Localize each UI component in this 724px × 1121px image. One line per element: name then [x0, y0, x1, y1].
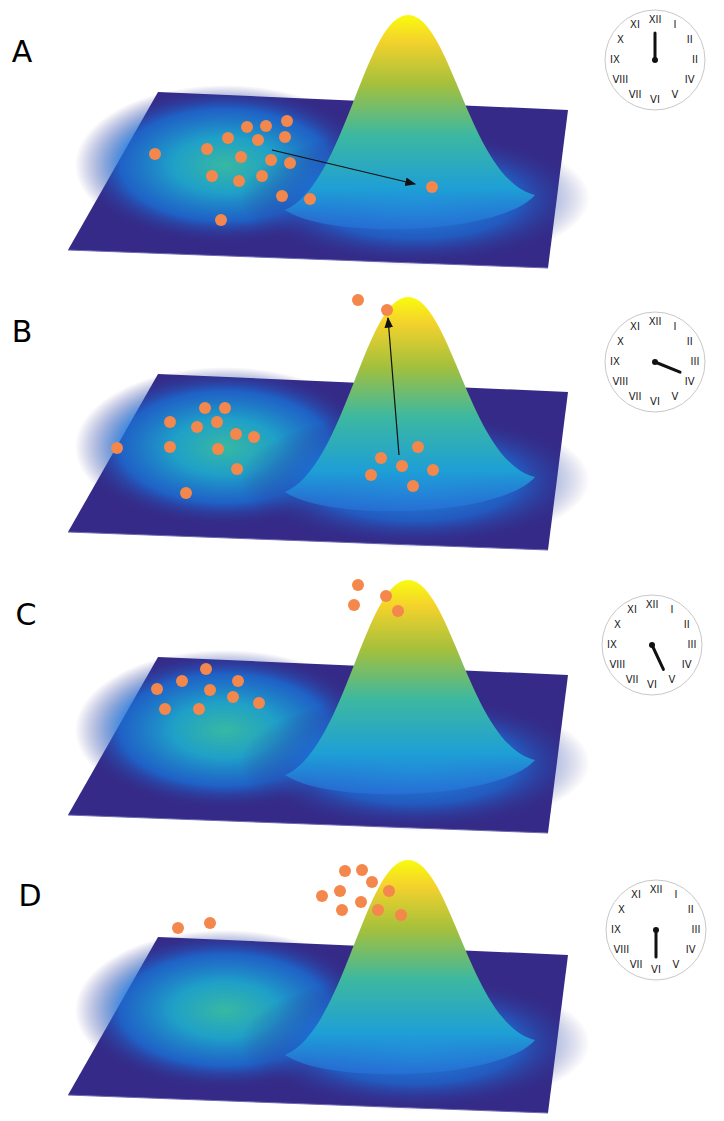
clock-numeral: XI [630, 20, 640, 30]
clock-numeral: V [673, 960, 680, 970]
clock-numeral: VII [630, 960, 643, 970]
clock-face [605, 10, 705, 110]
clock-numeral: IX [611, 925, 621, 935]
clock-numeral: XI [630, 322, 640, 332]
clock-numeral: VI [650, 95, 660, 105]
clock-numeral: XII [649, 15, 662, 25]
clock-numeral: IX [610, 55, 620, 65]
clock-numeral: XII [646, 600, 659, 610]
clock-numeral: III [688, 640, 697, 650]
clock-pivot [653, 927, 659, 933]
clock-pivot [652, 57, 658, 63]
clock-numeral: VIII [613, 945, 629, 955]
clock-numeral: II [687, 337, 693, 347]
clock-numeral: XII [650, 885, 663, 895]
clock-numeral: IV [686, 945, 696, 955]
clock-hand [652, 645, 663, 669]
clock-numeral: X [617, 337, 624, 347]
clock-hand [655, 362, 680, 372]
clock-numeral: V [669, 675, 676, 685]
clock-numeral: II [687, 35, 693, 45]
clock-numeral: V [672, 392, 679, 402]
clock-numeral: I [674, 20, 677, 30]
panel-letter: D [18, 881, 41, 911]
clock-numeral: IX [607, 640, 617, 650]
clock-numeral: IV [682, 660, 692, 670]
clock-numeral: IV [685, 377, 695, 387]
clock-numeral: II [684, 620, 690, 630]
clock-numeral: X [617, 35, 624, 45]
clock-numeral: VI [651, 965, 661, 975]
clock-numeral: V [672, 90, 679, 100]
clock-numeral: III [691, 357, 700, 367]
clock-numeral: VII [626, 675, 639, 685]
panel-letter: B [12, 317, 33, 347]
clock-faces [602, 10, 706, 980]
clock-numeral: IV [685, 75, 695, 85]
panel-letter: C [16, 600, 37, 630]
clock-numeral: X [618, 905, 625, 915]
clock-numeral: VI [647, 680, 657, 690]
clock-numeral: VIII [609, 660, 625, 670]
clock-numeral: I [674, 322, 677, 332]
clock-numeral: VII [629, 392, 642, 402]
clock-pivot [652, 359, 658, 365]
clock-numeral: I [675, 890, 678, 900]
clock-numeral: I [671, 605, 674, 615]
clock-numeral: VI [650, 397, 660, 407]
clock-numeral: XII [649, 317, 662, 327]
clock-numeral: XI [627, 605, 637, 615]
clock-hand [655, 930, 658, 957]
clock-numeral: IX [610, 357, 620, 367]
clock-numeral: XI [631, 890, 641, 900]
clock-numeral: II [692, 55, 698, 65]
clock-pivot [649, 642, 655, 648]
clock-numeral: III [692, 925, 701, 935]
clock-face [605, 312, 705, 412]
clock-face [602, 595, 702, 695]
clock-numeral: X [614, 620, 621, 630]
particles [111, 115, 439, 934]
clock-numeral: VIII [612, 377, 628, 387]
move-arrows [272, 150, 415, 455]
clock-numeral: VIII [612, 75, 628, 85]
clock-numeral: VII [629, 90, 642, 100]
panel-letter: A [12, 37, 33, 67]
clock-face [606, 880, 706, 980]
clock-numeral: II [688, 905, 694, 915]
clock-hand [654, 33, 657, 60]
